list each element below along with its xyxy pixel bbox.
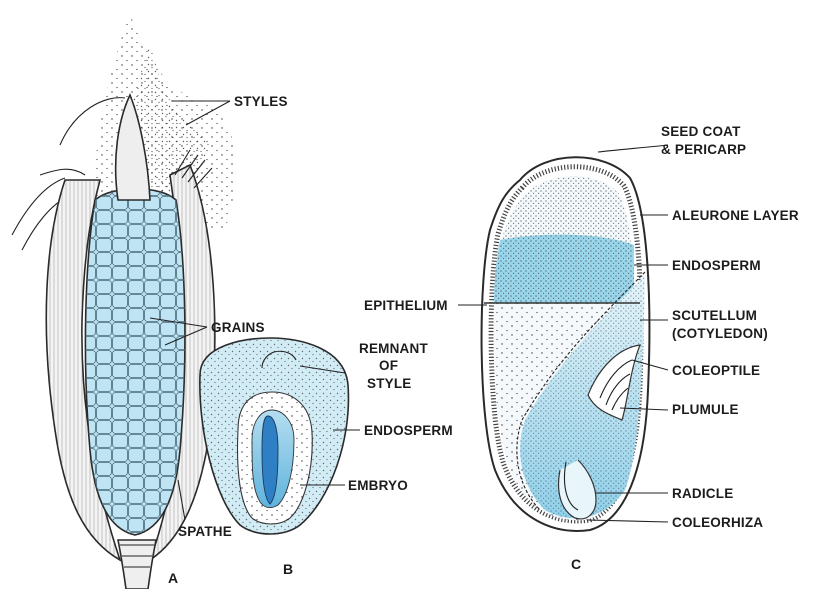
label-remnant-line1: REMNANT [359, 341, 428, 356]
label-seed-coat-line2: & PERICARP [661, 142, 746, 157]
stalk [118, 540, 156, 589]
panel-letter-b: B [283, 561, 293, 577]
label-scutellum-line2: (COTYLEDON) [672, 326, 768, 341]
label-spathe: SPATHE [178, 524, 232, 539]
grain-section-drawing [200, 338, 349, 534]
panel-letter-a: A [168, 570, 178, 586]
label-coleoptile: COLEOPTILE [672, 363, 760, 378]
grain-longitudinal-section [482, 157, 650, 531]
label-plumule: PLUMULE [672, 402, 739, 417]
cob-grain-rows [85, 189, 185, 535]
panel-letter-c: C [571, 556, 581, 572]
label-remnant-line2: OF [379, 358, 398, 373]
label-epithelium: EPITHELIUM [364, 298, 448, 313]
label-grains: GRAINS [211, 320, 265, 335]
label-seed-coat-line1: SEED COAT [661, 124, 741, 139]
label-coleorhiza: COLEORHIZA [672, 515, 763, 530]
label-radicle: RADICLE [672, 486, 733, 501]
label-styles: STYLES [234, 94, 288, 109]
label-embryo: EMBRYO [348, 478, 408, 493]
label-aleurone-layer: ALEURONE LAYER [672, 208, 799, 223]
style-wisp [40, 169, 85, 175]
embryo-axis [262, 416, 278, 504]
label-endosperm-b: ENDOSPERM [364, 423, 453, 438]
label-endosperm-c: ENDOSPERM [672, 258, 761, 273]
label-remnant-line3: STYLE [367, 376, 412, 391]
label-scutellum-line1: SCUTELLUM [672, 308, 757, 323]
